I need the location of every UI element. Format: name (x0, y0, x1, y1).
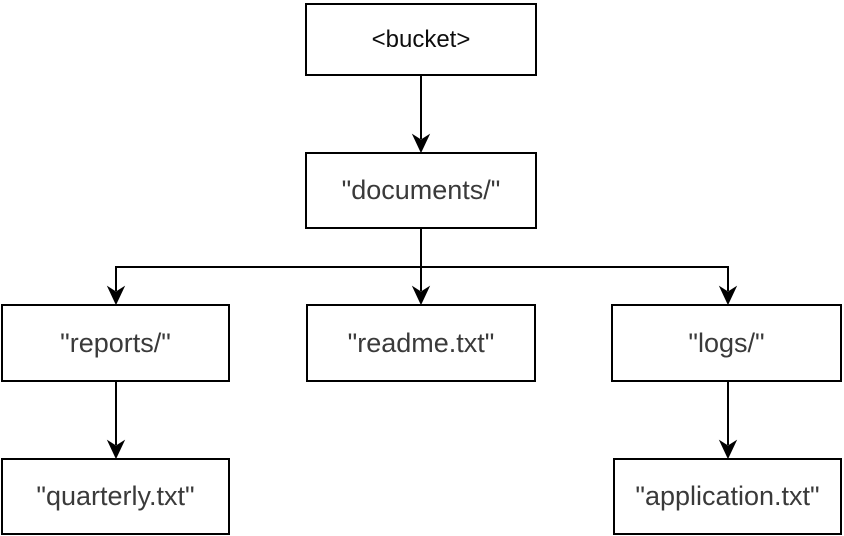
edge-documents-readme (411, 229, 431, 306)
arrowhead-logs (718, 285, 738, 306)
node-reports-label: "reports/" (60, 327, 171, 358)
arrowhead-quarterly (106, 439, 126, 460)
node-quarterly-label: "quarterly.txt" (36, 481, 195, 511)
node-application-label: "application.txt" (635, 481, 820, 511)
edge-logs-application (718, 382, 738, 460)
node-logs-label: "logs/" (688, 327, 765, 358)
arrowhead-application (718, 439, 738, 460)
node-documents-label: "documents/" (341, 175, 501, 205)
node-logs: "logs/" (611, 304, 842, 382)
node-bucket: <bucket> (305, 3, 537, 76)
edge-bucket-documents (411, 76, 431, 154)
arrowhead-documents (411, 133, 431, 154)
node-quarterly: "quarterly.txt" (1, 458, 230, 535)
arrowhead-reports (106, 285, 126, 306)
arrowhead-readme (411, 285, 431, 306)
node-application: "application.txt" (613, 458, 842, 535)
node-readme-label: "readme.txt" (347, 327, 495, 358)
edge-reports-quarterly (106, 382, 126, 460)
edge-documents-reports (106, 267, 126, 306)
node-readme: "readme.txt" (306, 304, 536, 382)
node-bucket-label: <bucket> (371, 25, 471, 53)
node-reports: "reports/" (1, 304, 230, 382)
node-documents: "documents/" (305, 152, 537, 229)
edge-documents-logs (718, 267, 738, 306)
